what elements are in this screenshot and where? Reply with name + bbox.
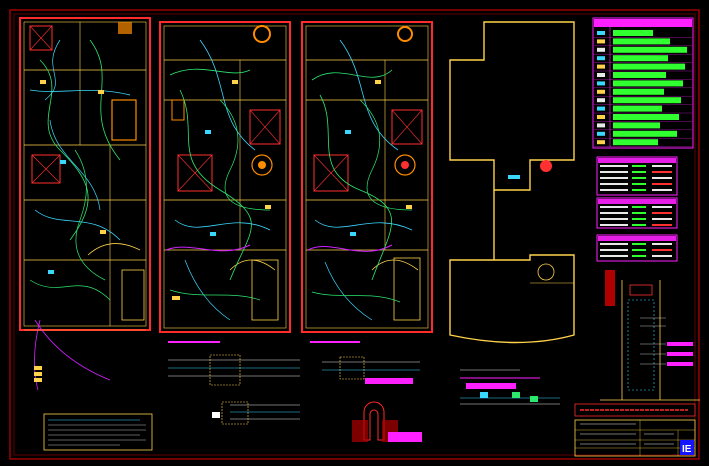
table-cell-mark bbox=[652, 255, 672, 257]
table-cell-mark bbox=[652, 189, 672, 191]
riser-section-detail bbox=[600, 270, 700, 401]
table-cell-mark bbox=[632, 249, 646, 251]
table-cell-mark bbox=[632, 177, 646, 179]
legend-description-bar bbox=[613, 30, 653, 36]
table-cell-mark bbox=[652, 224, 672, 226]
table-cell-mark bbox=[632, 206, 646, 208]
table-cell-mark bbox=[632, 255, 646, 257]
load-table-1 bbox=[596, 156, 678, 196]
sheet-border bbox=[9, 9, 700, 460]
legend-symbol bbox=[597, 47, 605, 52]
load-table-3 bbox=[596, 234, 678, 262]
table-cell-mark bbox=[632, 212, 646, 214]
riser-diagram-1 bbox=[168, 354, 300, 425]
legend-description-bar bbox=[613, 63, 685, 70]
table-cell-mark bbox=[652, 171, 672, 173]
title-strip bbox=[574, 403, 696, 417]
legend-symbol bbox=[597, 73, 605, 77]
legend-symbol bbox=[597, 140, 605, 145]
legend-description-bar bbox=[613, 88, 664, 95]
legend-description-bar bbox=[613, 46, 687, 53]
table-cell-mark bbox=[600, 171, 628, 173]
legend-description-bar bbox=[613, 72, 666, 78]
table-cell-mark bbox=[632, 189, 646, 191]
table-cell-mark bbox=[652, 218, 672, 220]
legend-symbol bbox=[597, 31, 605, 35]
legend-description-bar bbox=[613, 139, 658, 146]
legend-description-bar bbox=[613, 114, 679, 120]
table-cell-mark bbox=[600, 249, 628, 251]
riser-diagram-3 bbox=[460, 369, 560, 405]
table-cell-mark bbox=[600, 224, 628, 226]
riser-diagram-2 bbox=[322, 356, 422, 442]
table-cell-mark bbox=[632, 224, 646, 226]
legend-description-bar bbox=[613, 80, 683, 87]
legend-description-bar bbox=[613, 55, 668, 62]
legend-description-bar bbox=[613, 130, 677, 137]
table-cell-mark bbox=[600, 255, 628, 257]
table-cell-mark bbox=[600, 165, 628, 167]
sheet-inner-border bbox=[13, 13, 696, 456]
title-block bbox=[574, 419, 696, 457]
general-notes-box bbox=[43, 413, 153, 451]
legend-symbol bbox=[597, 56, 605, 61]
legend-symbol bbox=[597, 89, 605, 94]
legend-symbol bbox=[597, 39, 605, 44]
table-cell-mark bbox=[652, 183, 672, 185]
table-cell-mark bbox=[632, 171, 646, 173]
legend-symbol bbox=[597, 123, 605, 128]
legend-symbol bbox=[597, 115, 605, 119]
floor-plan-1 bbox=[19, 17, 151, 391]
floor-plan-3 bbox=[301, 21, 433, 333]
legend-symbol bbox=[597, 64, 605, 69]
table-cell-mark bbox=[652, 212, 672, 214]
table-cell-mark bbox=[600, 183, 628, 185]
table-cell-mark bbox=[600, 177, 628, 179]
table-cell-mark bbox=[652, 243, 672, 245]
roof-outline-plan bbox=[449, 21, 575, 344]
legend-description-bar bbox=[613, 97, 681, 104]
legend-symbol bbox=[597, 81, 605, 86]
symbol-legend bbox=[592, 17, 694, 149]
table-cell-mark bbox=[652, 177, 672, 179]
table-cell-mark bbox=[600, 189, 628, 191]
table-cell-mark bbox=[632, 243, 646, 245]
legend-symbol bbox=[597, 131, 605, 136]
table-cell-mark bbox=[652, 206, 672, 208]
title-block-logo: IE bbox=[682, 444, 692, 455]
load-table-2 bbox=[596, 197, 678, 229]
table-cell-mark bbox=[632, 183, 646, 185]
legend-symbol bbox=[597, 106, 605, 111]
table-cell-mark bbox=[632, 218, 646, 220]
legend-description-bar bbox=[613, 105, 662, 112]
floor-plan-2 bbox=[159, 21, 291, 333]
table-cell-mark bbox=[600, 243, 628, 245]
legend-symbol bbox=[597, 98, 605, 103]
table-cell-mark bbox=[632, 165, 646, 167]
legend-description-bar bbox=[613, 38, 670, 45]
legend-description-bar bbox=[613, 122, 660, 129]
table-cell-mark bbox=[652, 165, 672, 167]
table-cell-mark bbox=[652, 249, 672, 251]
table-cell-mark bbox=[600, 218, 628, 220]
table-cell-mark bbox=[600, 212, 628, 214]
table-cell-mark bbox=[600, 206, 628, 208]
